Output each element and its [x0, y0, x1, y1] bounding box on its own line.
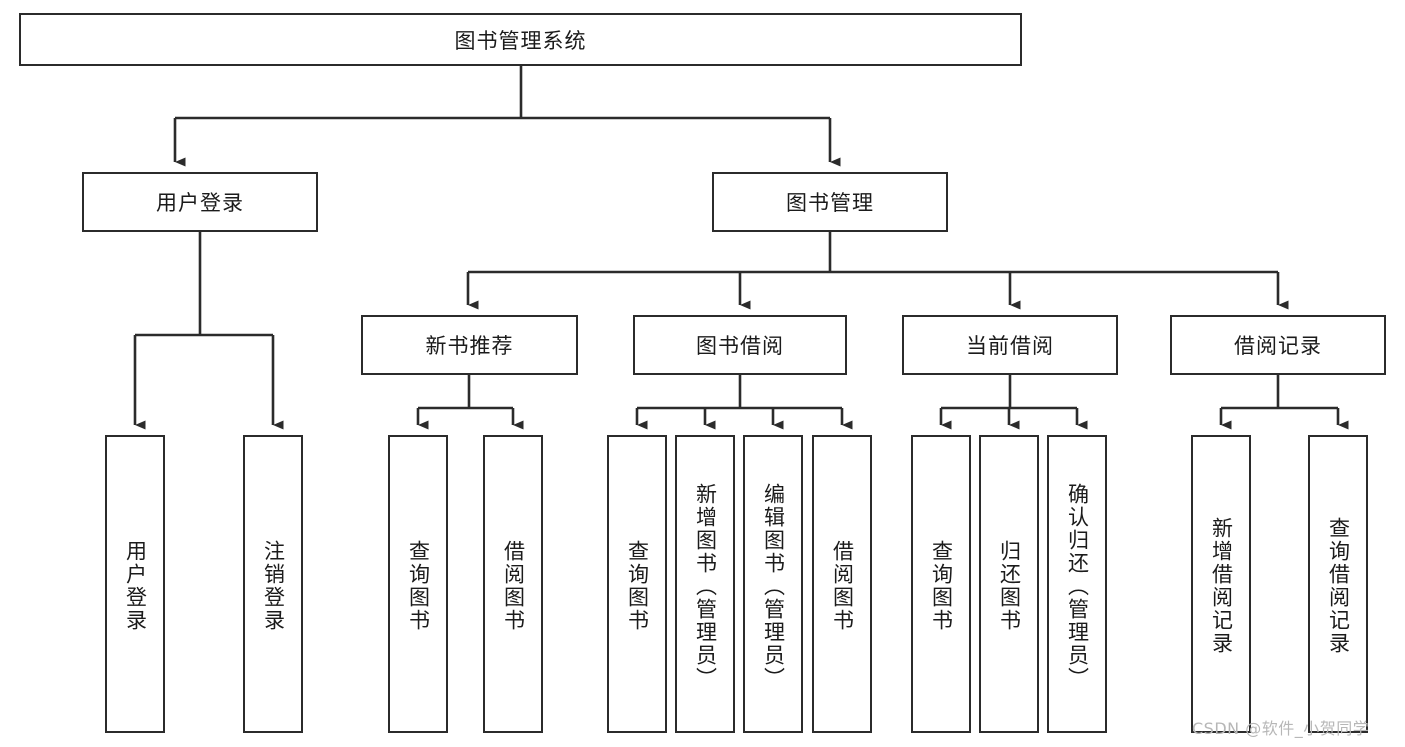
leaf-book-borrow-edit[interactable]: 编辑图书（管理员）: [743, 435, 803, 733]
leaf-new-book-borrow[interactable]: 借阅图书: [483, 435, 543, 733]
leaf-current-borrow-confirm[interactable]: 确认归还（管理员）: [1047, 435, 1107, 733]
leaf-book-borrow-add[interactable]: 新增图书（管理员）: [675, 435, 735, 733]
node-book-manage[interactable]: 图书管理: [712, 172, 948, 232]
leaf-user-login-logout[interactable]: 注销登录: [243, 435, 303, 733]
csdn-watermark: CSDN @软件_小贺同学: [1192, 719, 1370, 738]
node-current-borrow[interactable]: 当前借阅: [902, 315, 1118, 375]
node-user-login[interactable]: 用户登录: [82, 172, 318, 232]
leaf-borrow-record-query[interactable]: 查询借阅记录: [1308, 435, 1368, 733]
leaf-book-borrow-query[interactable]: 查询图书: [607, 435, 667, 733]
node-new-book-recommend[interactable]: 新书推荐: [361, 315, 578, 375]
leaf-new-book-query[interactable]: 查询图书: [388, 435, 448, 733]
leaf-current-borrow-query[interactable]: 查询图书: [911, 435, 971, 733]
node-root[interactable]: 图书管理系统: [19, 13, 1022, 66]
leaf-user-login-login[interactable]: 用户登录: [105, 435, 165, 733]
node-book-borrow[interactable]: 图书借阅: [633, 315, 847, 375]
leaf-book-borrow-borrow[interactable]: 借阅图书: [812, 435, 872, 733]
node-borrow-record[interactable]: 借阅记录: [1170, 315, 1386, 375]
leaf-borrow-record-add[interactable]: 新增借阅记录: [1191, 435, 1251, 733]
leaf-current-borrow-return[interactable]: 归还图书: [979, 435, 1039, 733]
